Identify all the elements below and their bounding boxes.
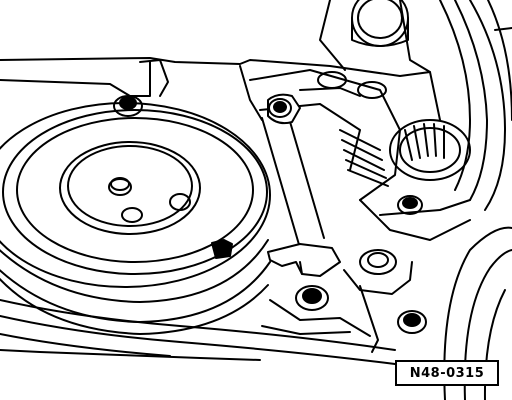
open-end-wrench (261, 93, 341, 277)
poly-v-belt (0, 299, 396, 365)
crankshaft-pulley (0, 102, 271, 335)
tensioner-bolt (261, 249, 427, 353)
belt-tensioner (249, 69, 471, 241)
figure-reference-label: N48-0315 (409, 365, 485, 381)
figure-reference-box: N48-0315 (395, 360, 499, 386)
right-pulley (439, 0, 512, 211)
top-boss (351, 0, 409, 47)
housing-bolt (113, 95, 143, 117)
